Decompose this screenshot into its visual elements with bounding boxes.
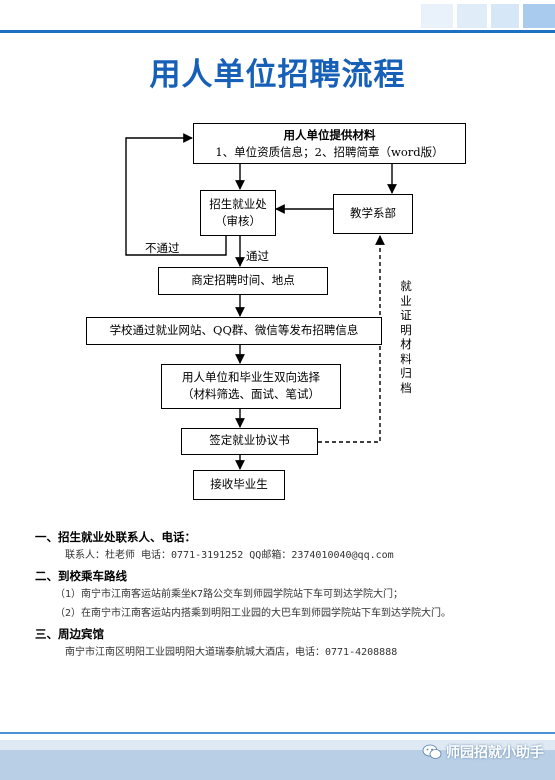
page-title: 用人单位招聘流程 xyxy=(149,57,406,93)
contact-text: 联系人：杜老师 电话：0771-3191252 QQ邮箱：2374010040@… xyxy=(65,550,394,561)
route-heading: 二、到校乘车路线 xyxy=(35,569,127,583)
info-section: 一、招生就业处联系人、电话： 联系人：杜老师 电话：0771-3191252 Q… xyxy=(35,528,545,662)
dept-label: 教学系部 xyxy=(350,206,396,220)
bottom-decoration-band xyxy=(0,732,555,780)
arrow-fail-loop xyxy=(125,133,227,256)
watermark-text: 师园招就小助手 xyxy=(446,745,544,761)
top-accent-line xyxy=(0,30,555,33)
step1-detail: 1、单位资质信息；2、招聘简章（word版） xyxy=(215,145,444,159)
step2-title: 招生就业处 xyxy=(209,197,267,211)
label-pass: 通过 xyxy=(246,249,269,263)
top-decoration-band xyxy=(0,0,555,36)
hotel-text: 南宁市江南区明阳工业园明阳大道瑞泰航城大酒店，电话：0771-4208888 xyxy=(65,647,398,658)
arrow-archive-dashed xyxy=(318,235,385,443)
step1-title: 用人单位提供材料 xyxy=(283,128,376,142)
label-not-pass: 不通过 xyxy=(145,241,180,255)
step3-text: 商定招聘时间、地点 xyxy=(191,273,295,287)
step5-title: 用人单位和毕业生双向选择 xyxy=(182,370,320,384)
step7-receive-graduates: 接收毕业生 xyxy=(193,470,285,500)
step1-provide-materials: 用人单位提供材料 1、单位资质信息；2、招聘简章（word版） xyxy=(193,123,466,164)
route-line-1: （1）南宁市江南客运站前乘坐K7路公交车到师园学院站下车可到达学院大门； xyxy=(55,589,404,600)
archive-label: 就业证明材料归档 xyxy=(400,279,412,395)
step6-text: 签定就业协议书 xyxy=(209,433,290,447)
step3-schedule: 商定招聘时间、地点 xyxy=(158,267,328,295)
route-line-2: （2）在南宁市江南客运站内搭乘到明阳工业园的大巴车到师园学院站下车到达学院大门。 xyxy=(55,608,452,619)
wechat-icon xyxy=(422,744,442,760)
step2-sub: （审核） xyxy=(215,214,261,228)
step5-mutual-selection: 用人单位和毕业生双向选择 （材料筛选、面试、笔试） xyxy=(161,364,341,409)
step7-text: 接收毕业生 xyxy=(210,477,268,491)
flowchart-connectors xyxy=(125,133,397,470)
watermark: 师园招就小助手 xyxy=(422,742,544,762)
contact-heading: 一、招生就业处联系人、电话： xyxy=(35,530,196,544)
hotel-heading: 三、周边宾馆 xyxy=(35,627,104,641)
dept-box: 教学系部 xyxy=(333,194,413,234)
step4-publish: 学校通过就业网站、QQ群、微信等发布招聘信息 xyxy=(86,317,382,345)
step2-admissions-office: 招生就业处 （审核） xyxy=(200,190,276,236)
top-squares-decoration xyxy=(415,0,555,30)
step4-text: 学校通过就业网站、QQ群、微信等发布招聘信息 xyxy=(109,323,359,337)
step5-sub: （材料筛选、面试、笔试） xyxy=(182,387,320,401)
step6-sign-agreement: 签定就业协议书 xyxy=(181,428,318,455)
